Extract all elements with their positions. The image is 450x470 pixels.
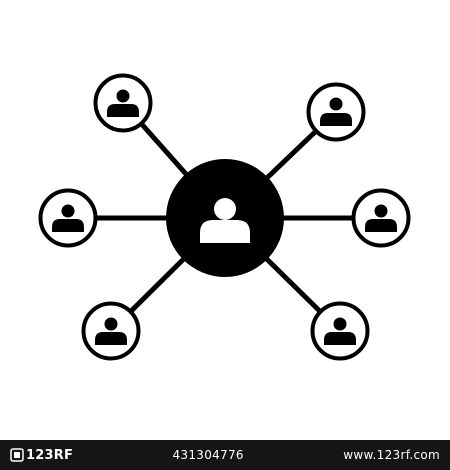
watermark-image-id: 431304776	[172, 448, 244, 462]
watermark-logo-text: 123RF	[26, 447, 74, 463]
watermark-logo: 123RF	[10, 448, 73, 463]
user-icon	[107, 89, 139, 117]
user-icon	[200, 198, 250, 243]
node-bottom-left	[81, 301, 141, 361]
network-diagram	[38, 73, 411, 361]
node-bottom-right	[310, 301, 370, 361]
user-icon	[324, 317, 356, 345]
center-node	[166, 159, 284, 277]
user-icon	[95, 317, 127, 345]
node-mid-right	[351, 188, 411, 248]
user-icon	[365, 204, 397, 232]
user-icon	[52, 204, 84, 232]
user-icon	[320, 97, 352, 126]
logo-icon	[10, 448, 24, 462]
node-top-right	[306, 82, 366, 142]
watermark-site: www.123rf.com	[343, 448, 440, 462]
node-top-left	[93, 73, 153, 133]
watermark-bar: 123RF 431304776 www.123rf.com	[0, 440, 450, 470]
node-mid-left	[38, 188, 98, 248]
